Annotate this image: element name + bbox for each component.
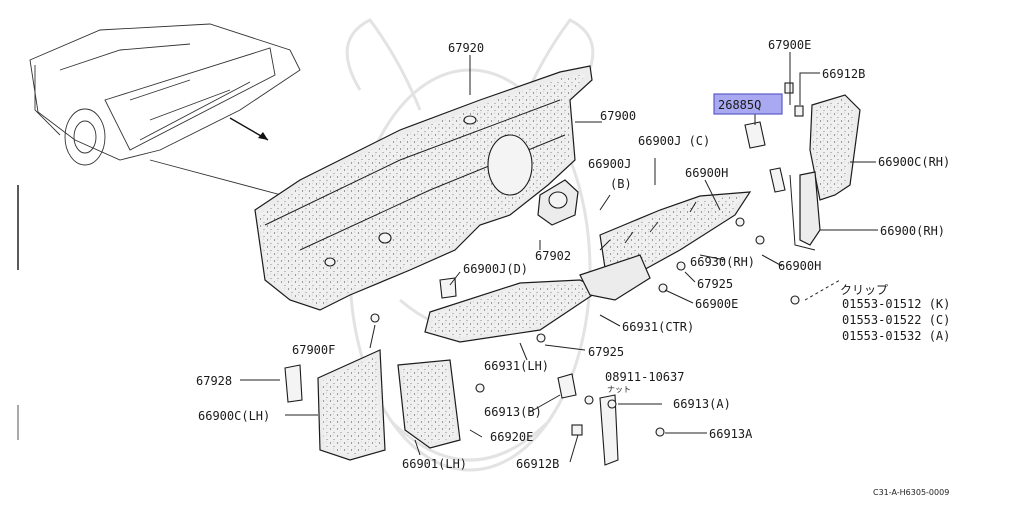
label-01553-K[interactable]: 01553-01512 (K) bbox=[842, 297, 950, 311]
label-67920[interactable]: 67920 bbox=[448, 41, 484, 55]
leader-lines bbox=[240, 52, 878, 463]
label-66900J-D[interactable]: 66900J(D) bbox=[463, 262, 528, 276]
label-26885Q[interactable]: 26885Q bbox=[718, 98, 761, 112]
label-66900H-top[interactable]: 66900H bbox=[685, 166, 728, 180]
label-66913-B[interactable]: 66913(B) bbox=[484, 405, 542, 419]
label-66931-LH[interactable]: 66931(LH) bbox=[484, 359, 549, 373]
floor-insulator-part bbox=[424, 191, 752, 343]
label-67925-a[interactable]: 67925 bbox=[697, 277, 733, 291]
label-67900[interactable]: 67900 bbox=[600, 109, 636, 123]
label-66900E[interactable]: 66900E bbox=[695, 297, 738, 311]
label-66900C-RH[interactable]: 66900C(RH) bbox=[878, 155, 950, 169]
label-66900J-B-line1[interactable]: 66900J bbox=[588, 157, 631, 171]
label-67928[interactable]: 67928 bbox=[196, 374, 232, 388]
label-66901-LH[interactable]: 66901(LH) bbox=[402, 457, 467, 471]
label-nut-jp: ナット bbox=[607, 385, 631, 394]
label-67900E[interactable]: 67900E bbox=[768, 38, 811, 52]
label-01553-C[interactable]: 01553-01522 (C) bbox=[842, 313, 950, 327]
label-66912B-top[interactable]: 66912B bbox=[822, 67, 865, 81]
label-66900J-C[interactable]: 66900J (C) bbox=[638, 134, 710, 148]
diagram-reference-code: C31-A-H6305-0009 bbox=[873, 488, 949, 497]
label-67900F[interactable]: 67900F bbox=[292, 343, 335, 357]
highlight-box[interactable] bbox=[713, 93, 783, 115]
fasteners bbox=[370, 217, 800, 437]
label-67902[interactable]: 67902 bbox=[535, 249, 571, 263]
label-01553-A[interactable]: 01553-01532 (A) bbox=[842, 329, 950, 343]
label-66930-RH[interactable]: 66930(RH) bbox=[690, 255, 755, 269]
label-66900-RH[interactable]: 66900(RH) bbox=[880, 224, 945, 238]
label-66913A[interactable]: 66913A bbox=[709, 427, 753, 441]
left-lower-panels bbox=[284, 277, 619, 466]
dash-insulator-part bbox=[254, 65, 593, 311]
label-08911-10637[interactable]: 08911-10637 bbox=[605, 370, 684, 384]
grommet-part bbox=[537, 179, 579, 226]
right-side-panels bbox=[744, 82, 861, 251]
label-66912B-bottom[interactable]: 66912B bbox=[516, 457, 559, 471]
label-66900J-B-line2[interactable]: (B) bbox=[610, 177, 632, 191]
label-66900C-LH[interactable]: 66900C(LH) bbox=[198, 409, 270, 423]
label-66931-CTR[interactable]: 66931(CTR) bbox=[622, 320, 694, 334]
label-66920E[interactable]: 66920E bbox=[490, 430, 533, 444]
label-66900H-mid[interactable]: 66900H bbox=[778, 259, 821, 273]
label-67925-b[interactable]: 67925 bbox=[588, 345, 624, 359]
car-sketch bbox=[29, 23, 301, 201]
label-clip-jp: クリップ bbox=[840, 283, 888, 297]
label-66913-A[interactable]: 66913(A) bbox=[673, 397, 731, 411]
